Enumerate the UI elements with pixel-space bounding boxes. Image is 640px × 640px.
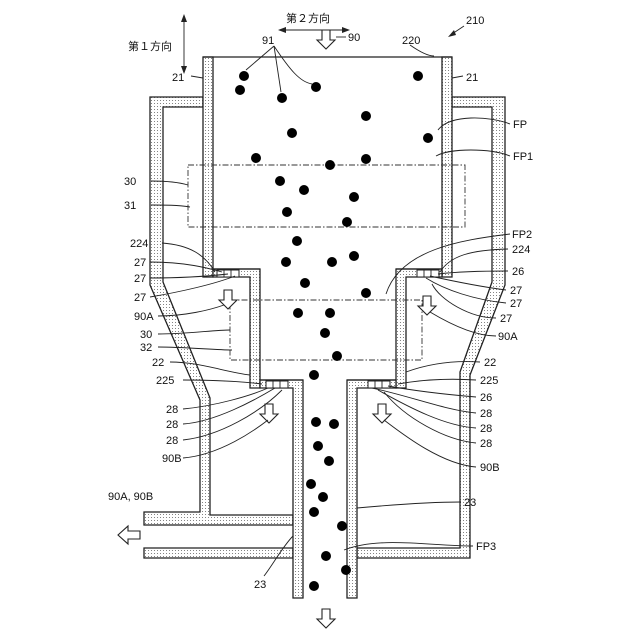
- label-22-right: 22: [484, 357, 496, 369]
- label-28-left-2: 28: [166, 419, 178, 431]
- outer-casing-wall-right: [357, 97, 505, 558]
- label-32: 32: [140, 342, 152, 354]
- label-224-right: 224: [512, 244, 530, 256]
- inflow-arrow-90: [317, 30, 335, 49]
- label-21-left: 21: [172, 72, 184, 84]
- label-90A-90B: 90A, 90B: [108, 491, 153, 503]
- label-28-right-2: 28: [480, 423, 492, 435]
- figure-ref-number: 210: [466, 15, 484, 27]
- label-28-left-3: 28: [166, 435, 178, 447]
- label-FP2: FP2: [512, 229, 532, 241]
- outlet-arrow-bottom: [317, 609, 335, 628]
- upper-pipe-left-wall: [203, 57, 213, 277]
- middle-pipe-right-wall: [396, 269, 442, 388]
- label-90B-right: 90B: [480, 462, 500, 474]
- middle-pipe-left-wall: [213, 269, 260, 388]
- label-91: 91: [262, 35, 274, 47]
- label-225-left: 225: [156, 375, 174, 387]
- label-90A-left: 90A: [134, 311, 154, 323]
- label-23-right: 23: [464, 497, 476, 509]
- label-FP1: FP1: [513, 151, 533, 163]
- label-27-left-2: 27: [134, 273, 146, 285]
- label-30-upper: 30: [124, 176, 136, 188]
- label-21-right: 21: [466, 72, 478, 84]
- outlet-duct-lower-wall: [144, 548, 293, 558]
- label-30-middle: 30: [140, 329, 152, 341]
- label-27-right-2: 27: [510, 298, 522, 310]
- exhaust-arrow-90AB: [118, 526, 140, 544]
- label-90: 90: [348, 32, 360, 44]
- slits-28: [266, 381, 390, 388]
- label-224-left: 224: [130, 238, 148, 250]
- label-22-left: 22: [152, 357, 164, 369]
- label-27-left-1: 27: [134, 257, 146, 269]
- label-23-left: 23: [254, 579, 266, 591]
- label-28-left-1: 28: [166, 404, 178, 416]
- label-27-right-1: 27: [510, 285, 522, 297]
- label-90B-left: 90B: [162, 453, 182, 465]
- label-225-right: 225: [480, 375, 498, 387]
- lower-pipe-right-wall: [347, 380, 396, 598]
- label-26-upper: 26: [512, 266, 524, 278]
- upper-pipe-right-wall: [442, 57, 452, 277]
- direction1-label: 第１方向: [128, 39, 172, 53]
- label-31: 31: [124, 200, 136, 212]
- flow-arrow-90A-right: [418, 296, 436, 315]
- label-FP3: FP3: [476, 541, 496, 553]
- label-FP: FP: [513, 119, 527, 131]
- label-90A-right: 90A: [498, 331, 518, 343]
- label-220: 220: [402, 35, 420, 47]
- direction2-label: 第２方向: [286, 11, 330, 25]
- flow-arrow-90B-right: [373, 404, 391, 423]
- label-28-right-3: 28: [480, 438, 492, 450]
- label-27-right-3: 27: [500, 313, 512, 325]
- label-27-left-3: 27: [134, 292, 146, 304]
- label-28-right-1: 28: [480, 408, 492, 420]
- region-31-upper: [188, 165, 465, 227]
- label-26-lower: 26: [480, 392, 492, 404]
